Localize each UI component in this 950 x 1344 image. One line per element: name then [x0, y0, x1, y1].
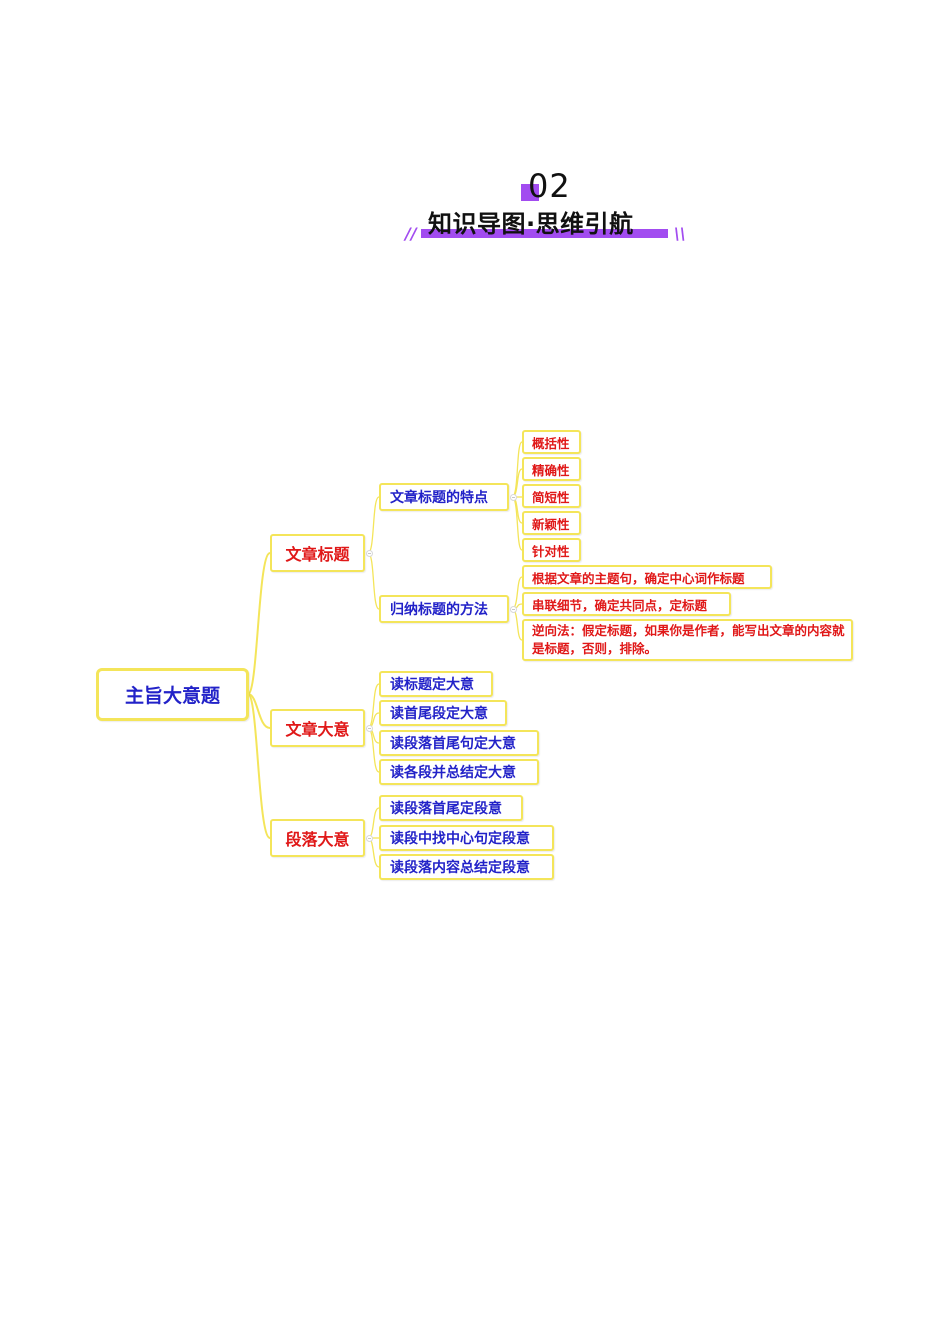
number-accent-block: [521, 184, 539, 201]
right-slash-decoration: \\: [674, 224, 686, 243]
leaf-method[interactable]: 串联细节，确定共同点，定标题: [522, 592, 731, 616]
leaf-paragraph-idea[interactable]: 读段中找中心句定段意: [379, 825, 554, 851]
root-node[interactable]: 主旨大意题: [96, 668, 249, 721]
leaf-article-idea[interactable]: 读段落首尾句定大意: [379, 730, 539, 756]
collapse-toggle-icon[interactable]: [510, 606, 517, 613]
leaf-article-idea[interactable]: 读标题定大意: [379, 671, 493, 697]
leaf-method[interactable]: 根据文章的主题句，确定中心词作标题: [522, 565, 772, 589]
collapse-toggle-icon[interactable]: [366, 550, 373, 557]
collapse-toggle-icon[interactable]: [366, 835, 373, 842]
branch-article-main-idea[interactable]: 文章大意: [270, 709, 365, 747]
branch-article-title[interactable]: 文章标题: [270, 534, 365, 572]
leaf-paragraph-idea[interactable]: 读段落内容总结定段意: [379, 854, 554, 880]
leaf-feature[interactable]: 精确性: [522, 457, 581, 481]
section-header: 02 // 知识导图·思维引航 \\: [0, 0, 950, 260]
section-title: 知识导图·思维引航: [428, 210, 634, 238]
node-title-methods[interactable]: 归纳标题的方法: [379, 595, 509, 623]
leaf-feature[interactable]: 针对性: [522, 538, 581, 562]
node-title-features[interactable]: 文章标题的特点: [379, 483, 509, 511]
leaf-method[interactable]: 逆向法：假定标题，如果你是作者，能写出文章的内容就是标题，否则，排除。: [522, 619, 853, 661]
branch-paragraph-main-idea[interactable]: 段落大意: [270, 819, 365, 857]
section-number: 02: [528, 167, 571, 205]
title-underline-bar: [421, 229, 668, 238]
leaf-feature[interactable]: 简短性: [522, 484, 581, 508]
left-slash-decoration: //: [405, 224, 417, 243]
leaf-feature[interactable]: 概括性: [522, 430, 581, 454]
leaf-feature[interactable]: 新颖性: [522, 511, 581, 535]
collapse-toggle-icon[interactable]: [510, 494, 517, 501]
leaf-article-idea[interactable]: 读各段并总结定大意: [379, 759, 539, 785]
leaf-paragraph-idea[interactable]: 读段落首尾定段意: [379, 795, 523, 821]
collapse-toggle-icon[interactable]: [366, 725, 373, 732]
leaf-article-idea[interactable]: 读首尾段定大意: [379, 700, 507, 726]
